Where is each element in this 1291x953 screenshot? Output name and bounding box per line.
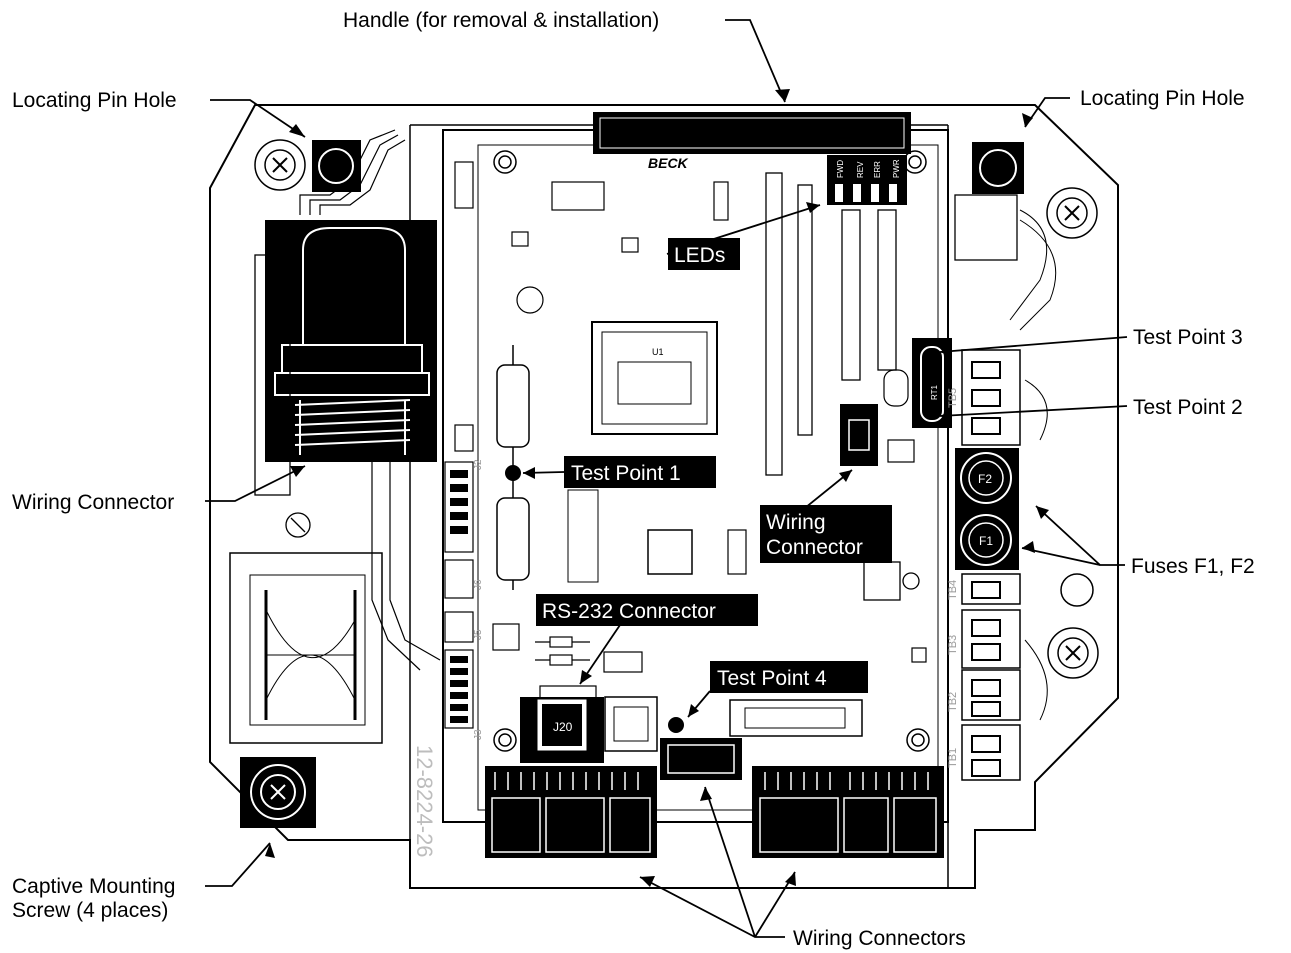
svg-text:REV: REV <box>856 161 865 178</box>
captive-screw-top-right <box>1046 187 1098 239</box>
transformer <box>229 552 383 744</box>
svg-text:TB2: TB2 <box>947 692 959 712</box>
svg-text:ERR: ERR <box>873 161 882 178</box>
label-test-point-2: Test Point 2 <box>1133 396 1243 419</box>
label-captive-screw-2: Screw (4 places) <box>12 899 168 922</box>
label-wiring-connector-center-1: Wiring <box>766 511 826 534</box>
svg-text:FWD: FWD <box>836 160 845 178</box>
leader-lines <box>205 19 1128 938</box>
label-fuses: Fuses F1, F2 <box>1131 555 1255 578</box>
fuse-f2: F2 <box>960 452 1012 504</box>
bottom-connector-left <box>485 766 657 858</box>
led-labels: FWD REV ERR PWR <box>836 159 901 178</box>
label-wiring-connector-center-2: Connector <box>766 536 863 559</box>
svg-text:J2: J2 <box>473 459 484 470</box>
u1-chip <box>591 321 718 435</box>
arrowheads <box>265 89 1049 887</box>
label-wiring-connector-left: Wiring Connector <box>12 491 174 514</box>
svg-text:J6: J6 <box>473 579 484 590</box>
board-mount-holes <box>493 150 930 752</box>
svg-text:TB1: TB1 <box>947 748 959 768</box>
tb-labels: TB5 TB4 TB3 TB2 TB1 <box>947 388 959 768</box>
captive-screw-bottom-left <box>240 757 316 828</box>
svg-text:TB5: TB5 <box>947 388 959 408</box>
label-test-point-1: Test Point 1 <box>571 462 681 485</box>
daughter-boards <box>765 172 897 476</box>
captive-screw-bottom-right <box>1047 627 1099 679</box>
svg-text:F2: F2 <box>978 472 992 486</box>
label-leds: LEDs <box>674 244 725 267</box>
svg-text:PWR: PWR <box>892 159 901 178</box>
svg-text:J5: J5 <box>473 629 484 640</box>
svg-text:F1: F1 <box>979 534 993 548</box>
label-locating-pin-left: Locating Pin Hole <box>12 89 177 112</box>
label-handle: Handle (for removal & installation) <box>343 9 659 32</box>
label-captive-screw-1: Captive Mounting <box>12 875 175 898</box>
part-number: 12-8224-26 <box>412 745 437 858</box>
svg-text:TB3: TB3 <box>947 635 959 655</box>
label-wiring-connectors: Wiring Connectors <box>793 927 966 950</box>
center-wiring-connector <box>840 404 878 466</box>
label-test-point-4: Test Point 4 <box>717 667 827 690</box>
svg-text:J3: J3 <box>473 729 484 740</box>
rt1-label: RT1 <box>930 384 939 400</box>
label-locating-pin-right: Locating Pin Hole <box>1080 87 1245 110</box>
test-point-1-dot <box>505 465 521 481</box>
test-point-4-dot <box>668 717 684 733</box>
fuse-f1: F1 <box>960 514 1012 566</box>
brand-mark: BECK <box>648 155 689 171</box>
j20-label: J20 <box>553 720 573 734</box>
label-rs232: RS-232 Connector <box>542 600 716 623</box>
handle <box>593 112 911 154</box>
left-wiring-connector <box>265 220 437 462</box>
label-test-point-3: Test Point 3 <box>1133 326 1243 349</box>
svg-text:TB4: TB4 <box>947 580 959 600</box>
bottom-connector-right <box>752 766 944 858</box>
u1-label: U1 <box>652 347 664 357</box>
captive-screw-top-left <box>254 139 306 191</box>
